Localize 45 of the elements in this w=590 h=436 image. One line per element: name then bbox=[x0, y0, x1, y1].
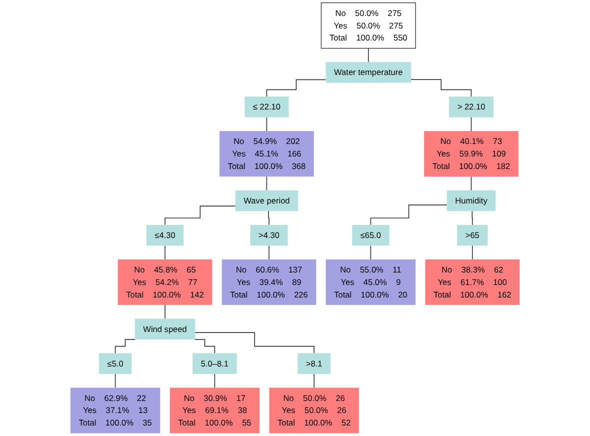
connector bbox=[214, 374, 216, 388]
node-box: No 30.9% 17 Yes 69.1% 38 Total 100.0% 55 bbox=[170, 388, 260, 434]
connector bbox=[266, 176, 268, 191]
node-box: >4.30 bbox=[250, 224, 288, 246]
node-box: No 62.9% 22 Yes 37.1% 13 Total 100.0% 35 bbox=[70, 388, 160, 434]
connector bbox=[410, 79, 472, 97]
connector bbox=[370, 204, 448, 226]
node-box: No 54.9% 202 Yes 45.1% 166 Total 100.0% 368 bbox=[220, 131, 314, 177]
connector bbox=[472, 245, 473, 260]
connector bbox=[472, 210, 473, 226]
connector bbox=[470, 116, 472, 132]
connector bbox=[194, 339, 216, 354]
connector bbox=[470, 176, 472, 191]
connector bbox=[266, 116, 268, 132]
node-box: No 50.0% 275 Yes 50.0% 275 Total 100.0% 550 bbox=[320, 2, 416, 49]
node-box: No 55.0% 11 Yes 45.0% 9 Total 100.0% 20 bbox=[326, 259, 416, 305]
connector bbox=[114, 374, 116, 388]
connector bbox=[314, 374, 315, 388]
node-box: Humidity bbox=[446, 190, 496, 212]
node-box: > 22.10 bbox=[449, 96, 494, 118]
node-box: ≤4.30 bbox=[146, 224, 184, 246]
connector bbox=[370, 245, 372, 260]
node-box: Wind speed bbox=[134, 318, 196, 340]
node-box: >8.1 bbox=[298, 353, 331, 374]
node-box: ≤65.0 bbox=[352, 224, 390, 246]
node-box: No 38.3% 62 Yes 61.7% 100 Total 100.0% 162 bbox=[425, 259, 520, 305]
node-box: Water temperature bbox=[326, 62, 412, 83]
connector bbox=[164, 245, 166, 260]
connector bbox=[114, 339, 136, 354]
connector bbox=[194, 332, 315, 354]
node-box: >65 bbox=[457, 224, 488, 246]
node-box: ≤ 22.10 bbox=[244, 96, 289, 118]
node-box: No 60.6% 137 Yes 39.4% 89 Total 100.0% 226 bbox=[222, 259, 316, 305]
node-box: No 40.1% 73 Yes 59.9% 109 Total 100.0% 182 bbox=[424, 131, 518, 177]
node-box: No 50.0% 26 Yes 50.0% 26 Total 100.0% 52 bbox=[269, 388, 359, 434]
connector bbox=[368, 48, 369, 62]
connector bbox=[268, 245, 270, 260]
connector bbox=[164, 304, 166, 320]
node-box: 5.0–8.1 bbox=[192, 353, 237, 374]
connector bbox=[268, 210, 270, 226]
node-box: ≤5.0 bbox=[99, 353, 132, 374]
connector bbox=[164, 206, 236, 226]
node-box: No 45.8% 65 Yes 54.2% 77 Total 100.0% 142 bbox=[118, 259, 212, 305]
connector bbox=[266, 79, 326, 97]
node-box: Wave period bbox=[235, 190, 298, 212]
